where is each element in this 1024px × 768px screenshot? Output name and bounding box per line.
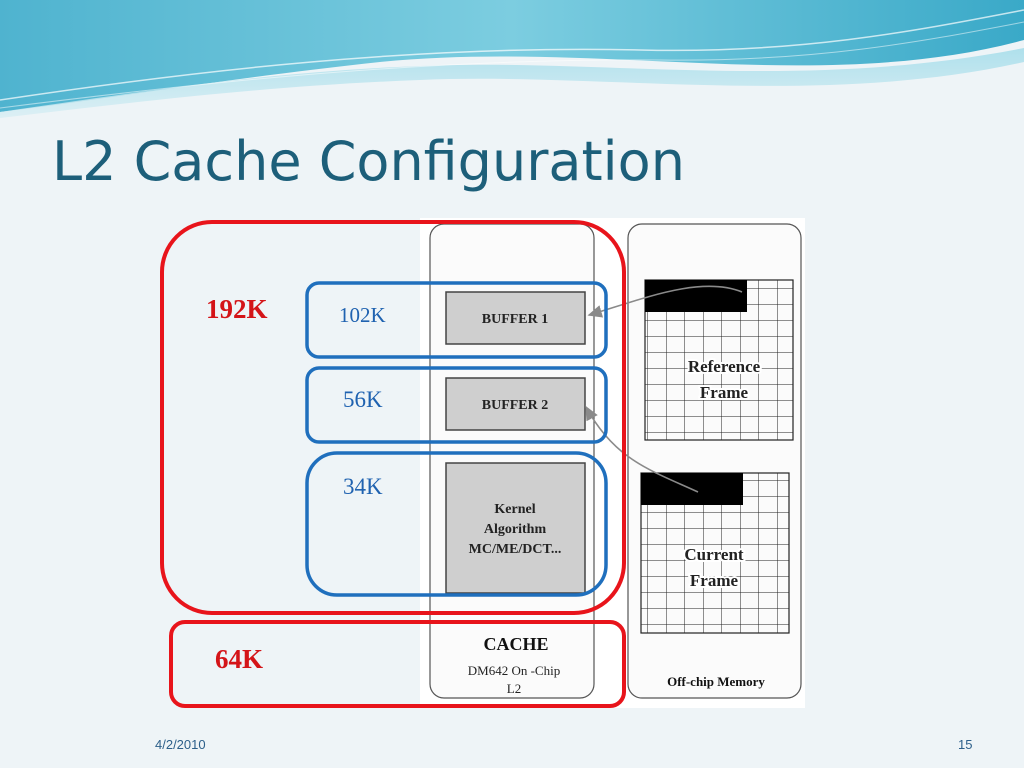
header-wave-decoration (0, 0, 1024, 118)
kernel-block (445, 462, 586, 594)
region-34k (305, 451, 608, 597)
size-label-56k: 56K (343, 387, 383, 412)
footer-date: 4/2/2010 (155, 737, 206, 752)
reference-frame-label-line2: Frame (700, 383, 749, 402)
size-label-102k: 102K (339, 303, 386, 327)
arrow-current-to-buffer2 (585, 405, 699, 493)
reference-frame-highlight (645, 280, 747, 312)
region-64k (169, 620, 626, 708)
cache-title: CACHE (483, 634, 548, 654)
buffer1-label: BUFFER 1 (482, 312, 549, 327)
region-192k (160, 220, 626, 615)
current-frame-label-line2: Frame (690, 571, 739, 590)
kernel-label-line1: Kernel (494, 502, 535, 517)
kernel-label-line2: Algorithm (484, 522, 547, 537)
size-label-34k: 34K (343, 474, 383, 499)
offchip-caption: Off-chip Memory (667, 674, 765, 689)
slide-title: L2 Cache Configuration (52, 130, 685, 193)
kernel-label-line3: MC/ME/DCT... (469, 542, 562, 557)
buffer2-label: BUFFER 2 (482, 398, 549, 413)
current-frame-label-line1: Current (684, 545, 744, 564)
reference-frame-label-line1: Reference (688, 357, 761, 376)
size-label-192k: 192K (206, 294, 268, 324)
buffer2-block (445, 377, 586, 431)
buffer1-block (445, 291, 586, 345)
cache-caption-line2: L2 (507, 681, 521, 696)
page-number: 15 (958, 737, 973, 752)
region-102k (305, 281, 608, 359)
size-label-64k: 64K (215, 644, 263, 674)
cache-caption-line1: DM642 On -Chip (468, 663, 560, 678)
region-56k (305, 366, 608, 444)
